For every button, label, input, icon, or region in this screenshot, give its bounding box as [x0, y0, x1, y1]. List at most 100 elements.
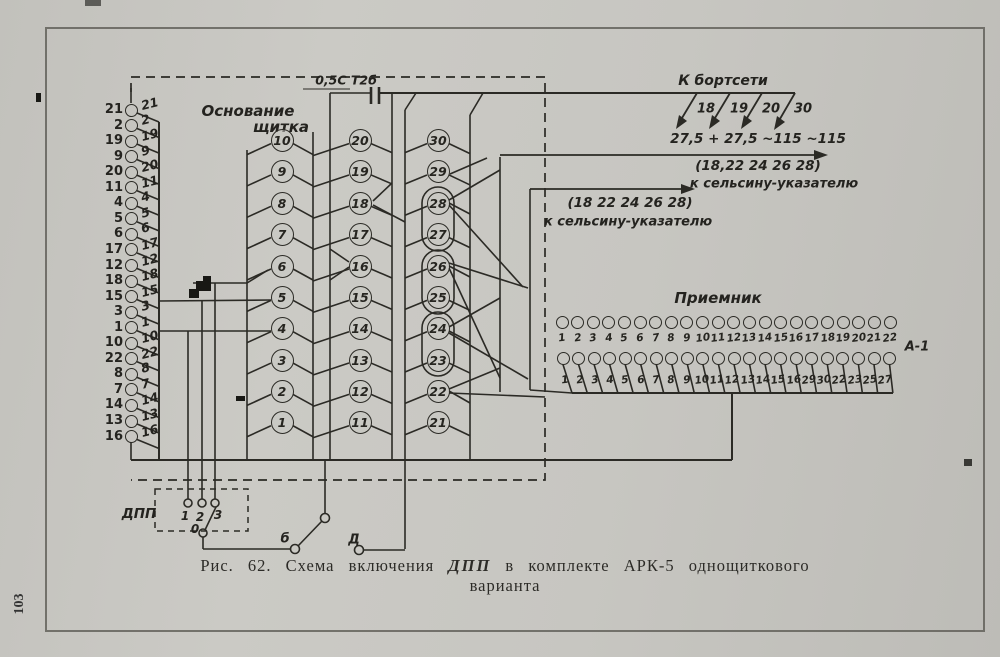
terminal-number: 12 — [104, 257, 123, 273]
wire — [748, 364, 757, 394]
wire — [246, 142, 272, 156]
terminal-number: 16 — [104, 428, 123, 444]
panel-pin: 21 — [426, 411, 450, 435]
receiver-wire-number: 2 — [575, 373, 585, 387]
terminal-circle — [124, 290, 138, 304]
switch-d-contact — [353, 544, 365, 556]
wire — [136, 314, 160, 325]
receiver-wire-number: 14 — [754, 373, 772, 387]
panel-pin: 30 — [426, 129, 450, 153]
wire — [136, 127, 160, 139]
selsyn1-pins-label: (18,22 24 26 28) — [695, 158, 821, 174]
wire — [246, 268, 272, 281]
dpp-label: ДПП — [121, 506, 157, 522]
receiver-pin — [618, 351, 632, 365]
panel-pin: 20 — [348, 129, 372, 153]
selsyn2-text-label: к сельсину-указателю — [543, 214, 713, 230]
panel-pin: 11 — [348, 411, 372, 435]
terminal-circle — [124, 430, 138, 444]
receiver-pin-number: 14 — [756, 331, 774, 345]
wire — [593, 364, 604, 394]
receiver-pin — [696, 351, 710, 365]
wire — [448, 174, 471, 186]
terminal-number: 6 — [113, 226, 123, 242]
receiver-wire-number: 9 — [682, 373, 692, 387]
switch-d-label: Д — [348, 532, 360, 548]
receiver-pin — [774, 315, 788, 329]
wire — [370, 142, 393, 154]
connector-a1-label: А-1 — [904, 339, 930, 355]
dpp-pin-contact — [183, 498, 193, 508]
bort-pin-label: 18 — [696, 101, 716, 117]
receiver-pin — [649, 351, 663, 365]
terminal-circle — [124, 212, 138, 226]
receiver-pin-number: 16 — [788, 331, 805, 345]
base-pin: 9 — [270, 160, 294, 184]
panel-pin: 19 — [348, 160, 372, 184]
dpp-pin-contact — [210, 498, 220, 508]
receiver-pin — [680, 315, 694, 329]
receiver-pin — [617, 315, 631, 329]
base-pin: 3 — [270, 348, 294, 372]
wire — [136, 158, 160, 170]
selsyn2-pins-label: (18 22 24 26 28) — [567, 195, 693, 211]
wire — [888, 364, 894, 394]
terminal-number: 13 — [104, 413, 123, 428]
dpp-pin-contact — [197, 498, 207, 508]
wire — [292, 362, 314, 375]
bort-pin-label: 30 — [793, 101, 813, 117]
base-pin: 2 — [270, 379, 294, 403]
wire — [370, 425, 393, 436]
bort-arrows — [676, 92, 796, 130]
terminal-circle — [124, 119, 138, 133]
wire — [246, 362, 272, 375]
terminal-number: 10 — [104, 335, 123, 351]
panel-pin: 24 — [426, 317, 450, 341]
receiver-wire-number: 29 — [800, 373, 817, 387]
switch-b-label: б — [280, 531, 290, 547]
wire — [639, 364, 650, 394]
pin-pair-outline — [421, 249, 455, 315]
wire — [717, 364, 726, 394]
wire — [136, 283, 160, 294]
wire — [292, 268, 314, 281]
wire — [764, 364, 772, 394]
terminal-circle — [124, 259, 138, 272]
wire — [246, 330, 272, 344]
wire — [312, 174, 350, 188]
wire — [811, 364, 818, 394]
dpp-pin-label: 2 — [195, 510, 205, 524]
wire — [404, 268, 428, 279]
receiver-pin-number: 15 — [772, 331, 789, 345]
panel-pin: 28 — [426, 191, 450, 215]
switch-b-contact — [289, 543, 301, 555]
wire — [312, 424, 350, 439]
receiver-label: Приемник — [674, 289, 762, 307]
wire — [312, 142, 350, 157]
receiver-wire-number: 30 — [816, 373, 833, 387]
wire — [246, 425, 272, 438]
wire — [136, 329, 160, 341]
receiver-pin-number: 18 — [819, 331, 836, 345]
caption-dpp: ДПП — [448, 556, 492, 575]
receiver-pin — [867, 315, 881, 329]
terminal-circle — [124, 321, 138, 335]
receiver-pin — [680, 351, 694, 365]
receiver-wire-number: 13 — [739, 373, 756, 387]
receiver-pin — [805, 351, 819, 365]
wire — [246, 299, 272, 313]
wire — [448, 142, 471, 155]
terminal-number: 14 — [104, 397, 123, 413]
switch-zero-contact — [198, 528, 208, 538]
wire — [136, 143, 160, 154]
terminal-number: 3 — [113, 304, 123, 320]
wire — [312, 299, 350, 314]
receiver-pin — [851, 351, 865, 365]
wire — [136, 392, 160, 403]
wire — [448, 362, 471, 374]
wire — [136, 221, 160, 232]
dpp-pin-label: 3 — [213, 508, 223, 522]
bort-network-label: К бортсети — [678, 73, 768, 89]
receiver-wire-number: 16 — [785, 373, 802, 387]
